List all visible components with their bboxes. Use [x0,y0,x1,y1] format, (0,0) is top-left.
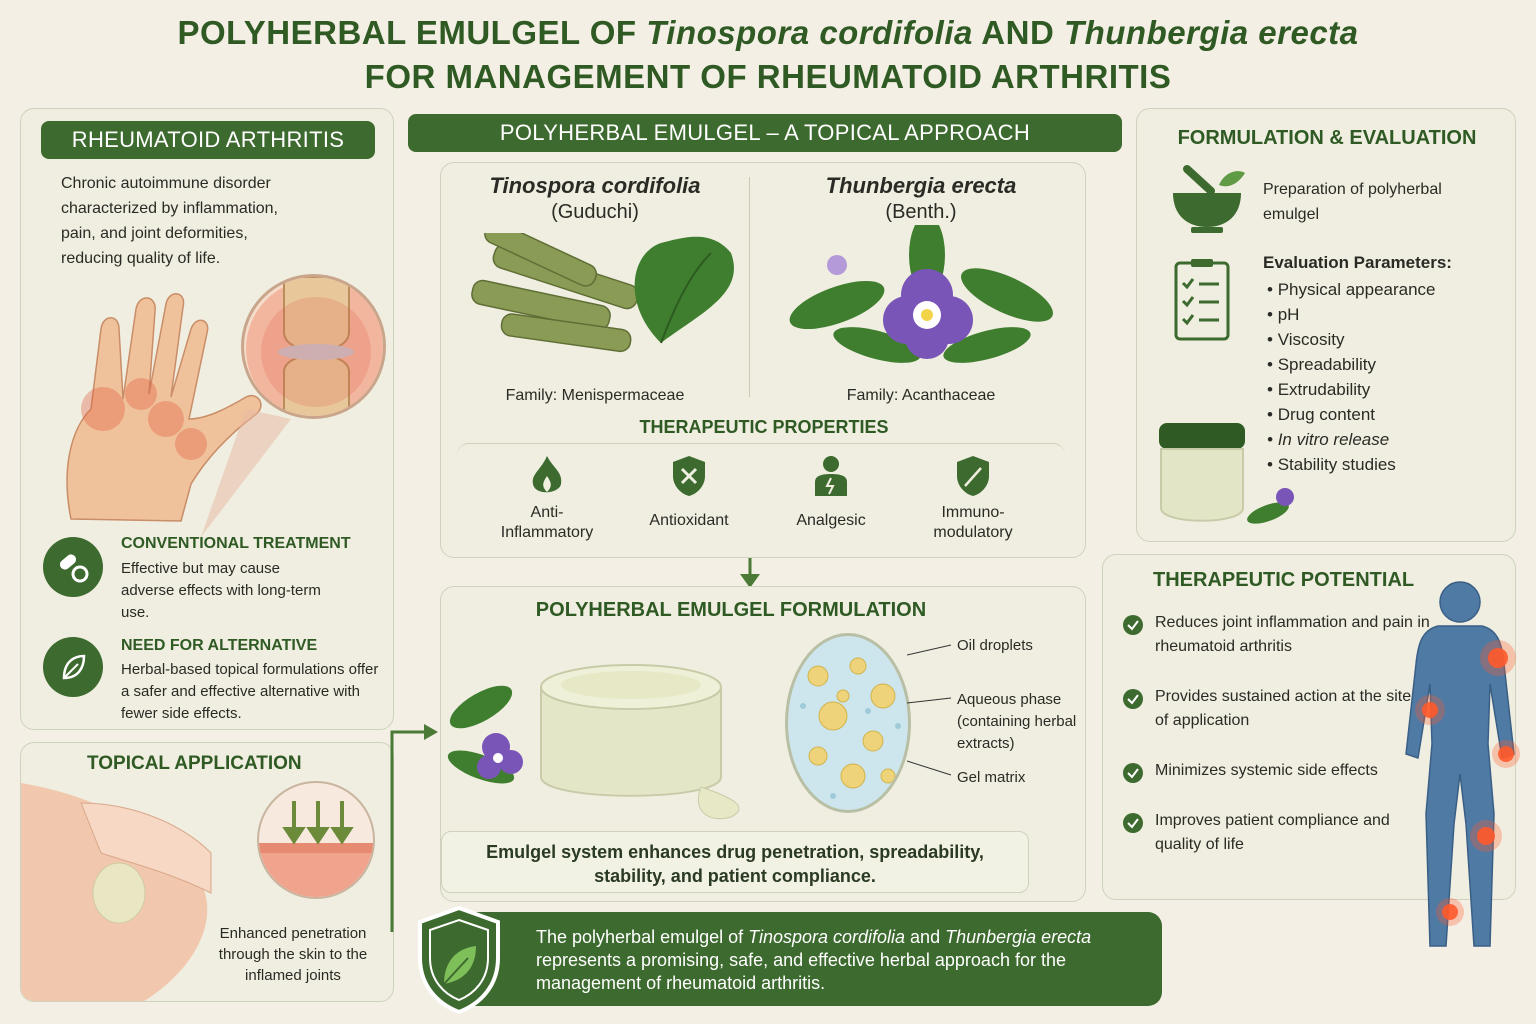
formulation-panel: POLYHERBAL EMULGEL FORMULATION Oil dropl… [440,586,1086,902]
param-item: Drug content [1267,402,1436,427]
need-alternative-text: Herbal-based topical formulations offer … [121,661,379,722]
property-antioxidant: Antioxidant [619,454,759,531]
conclusion-text: The polyherbal emulgel of Tinospora cord… [536,927,1092,993]
joint-closeup-circle [241,274,386,419]
thunbergia-flower-illustration [789,225,1053,363]
inflamed-joint-icon [246,277,383,416]
topical-heading: TOPICAL APPLICATION [87,753,302,774]
oil-droplets-icon [800,657,901,799]
need-alternative-title: NEED FOR ALTERNATIVE [121,637,318,654]
label-leader-lines [907,644,952,776]
plant1-common: (Guduchi) [551,201,639,223]
evaluation-params-title: Evaluation Parameters: [1263,253,1452,272]
check-icon [1123,813,1143,833]
plant2-name: Thunbergia erecta [825,173,1017,198]
skin-penetration-circle [257,781,375,899]
conventional-treatment-title: CONVENTIONAL TREATMENT [121,535,351,552]
page-title: POLYHERBAL EMULGEL OF Tinospora cordifol… [177,14,1359,51]
param-item: In vitro release [1267,427,1436,452]
potential-item: Provides sustained action at the site of… [1155,688,1412,729]
title-species-2: Thunbergia erecta [1063,14,1359,51]
center-heading: POLYHERBAL EMULGEL – A TOPICAL APPROACH [408,114,1122,152]
properties-row: Anti- Inflammatory Antioxidant Analgesic… [457,443,1065,543]
plants-panel: Tinospora cordifolia (Guduchi) Family: M… [440,162,1086,558]
param-item: Stability studies [1267,452,1436,477]
properties-heading: THERAPEUTIC PROPERTIES [639,417,889,437]
plant2-header: Thunbergia erecta (Benth.) [771,173,1071,224]
ra-panel: RHEUMATOID ARTHRITIS Chronic autoimmune … [20,108,394,730]
shield-leaf-badge-icon [418,905,500,1015]
plant-divider [749,177,750,397]
arthritic-hand-illustration [66,293,291,537]
plant1-name: Tinospora cordifolia [489,173,701,198]
evaluation-heading: FORMULATION & EVALUATION [1177,127,1477,149]
leaf-icon [43,637,103,697]
topical-panel: TOPICAL APPLICATION Enhanced penetration… [20,742,394,1002]
tinospora-stems-illustration [471,233,734,353]
human-body-inflamed-joints-illustration [1405,581,1520,947]
param-item: Viscosity [1267,327,1436,352]
microstructure-circle [785,633,911,813]
potential-heading: THERAPEUTIC POTENTIAL [1153,569,1415,591]
label-oil-droplets: Oil droplets [957,637,1033,654]
skin-layers-icon [259,801,373,897]
plant2-family: Family: Acanthaceae [846,387,996,404]
conventional-treatment-text: Effective but may cause adverse effects … [121,560,321,621]
plant2-common: (Benth.) [885,201,957,223]
ra-description: Chronic autoimmune disorder characterize… [61,175,278,267]
shield-leaf-icon [957,456,989,496]
check-icon [1123,615,1143,635]
preparation-text: Preparation of polyherbal emulgel [1263,181,1442,223]
flame-icon [532,456,562,493]
clipboard-checklist-icon [1174,259,1230,341]
property-anti-inflammatory: Anti- Inflammatory [477,454,617,543]
emulgel-jar-illustration [447,664,740,820]
label-aqueous-phase: Aqueous phase (containing herbal extract… [957,691,1077,752]
down-arrow-icon [740,558,760,588]
param-item: Spreadability [1267,352,1436,377]
pill-capsule-icon [43,537,103,597]
potential-item: Improves patient compliance and quality … [1155,812,1390,853]
conclusion-banner: The polyherbal emulgel of Tinospora cord… [440,912,1162,1006]
param-item: Physical appearance [1267,277,1436,302]
shield-icon [673,456,705,496]
ra-heading: RHEUMATOID ARTHRITIS [41,121,375,159]
arm-application-illustration [21,783,212,1001]
title-species-1: Tinospora cordifolia [646,14,973,51]
param-item: pH [1267,302,1436,327]
label-gel-matrix: Gel matrix [957,769,1026,786]
check-icon [1123,689,1143,709]
evaluation-params-list: Physical appearance pH Viscosity Spreada… [1267,277,1436,477]
page-subtitle: FOR MANAGEMENT OF RHEUMATOID ARTHRITIS [364,58,1172,95]
mortar-pestle-icon [1173,165,1245,233]
formulation-heading: POLYHERBAL EMULGEL FORMULATION [535,599,927,621]
param-item: Extrudability [1267,377,1436,402]
potential-item: Reduces joint inflammation and pain in r… [1155,614,1430,655]
plant1-header: Tinospora cordifolia (Guduchi) [465,173,725,224]
property-analgesic: Analgesic [761,454,901,531]
connector-arrows [390,724,438,932]
potential-item: Minimizes systemic side effects [1155,762,1378,779]
topical-caption: Enhanced penetration through the skin to… [218,925,368,984]
emulgel-benefit-box: Emulgel system enhances drug penetration… [441,831,1029,893]
person-pain-icon [815,456,847,496]
emulgel-small-jar-illustration [1159,423,1294,524]
property-immunomodulatory: Immuno- modulatory [903,454,1043,543]
evaluation-panel: FORMULATION & EVALUATION Preparation of … [1136,108,1516,542]
plant1-family: Family: Menispermaceae [505,387,685,404]
check-icon [1123,763,1143,783]
